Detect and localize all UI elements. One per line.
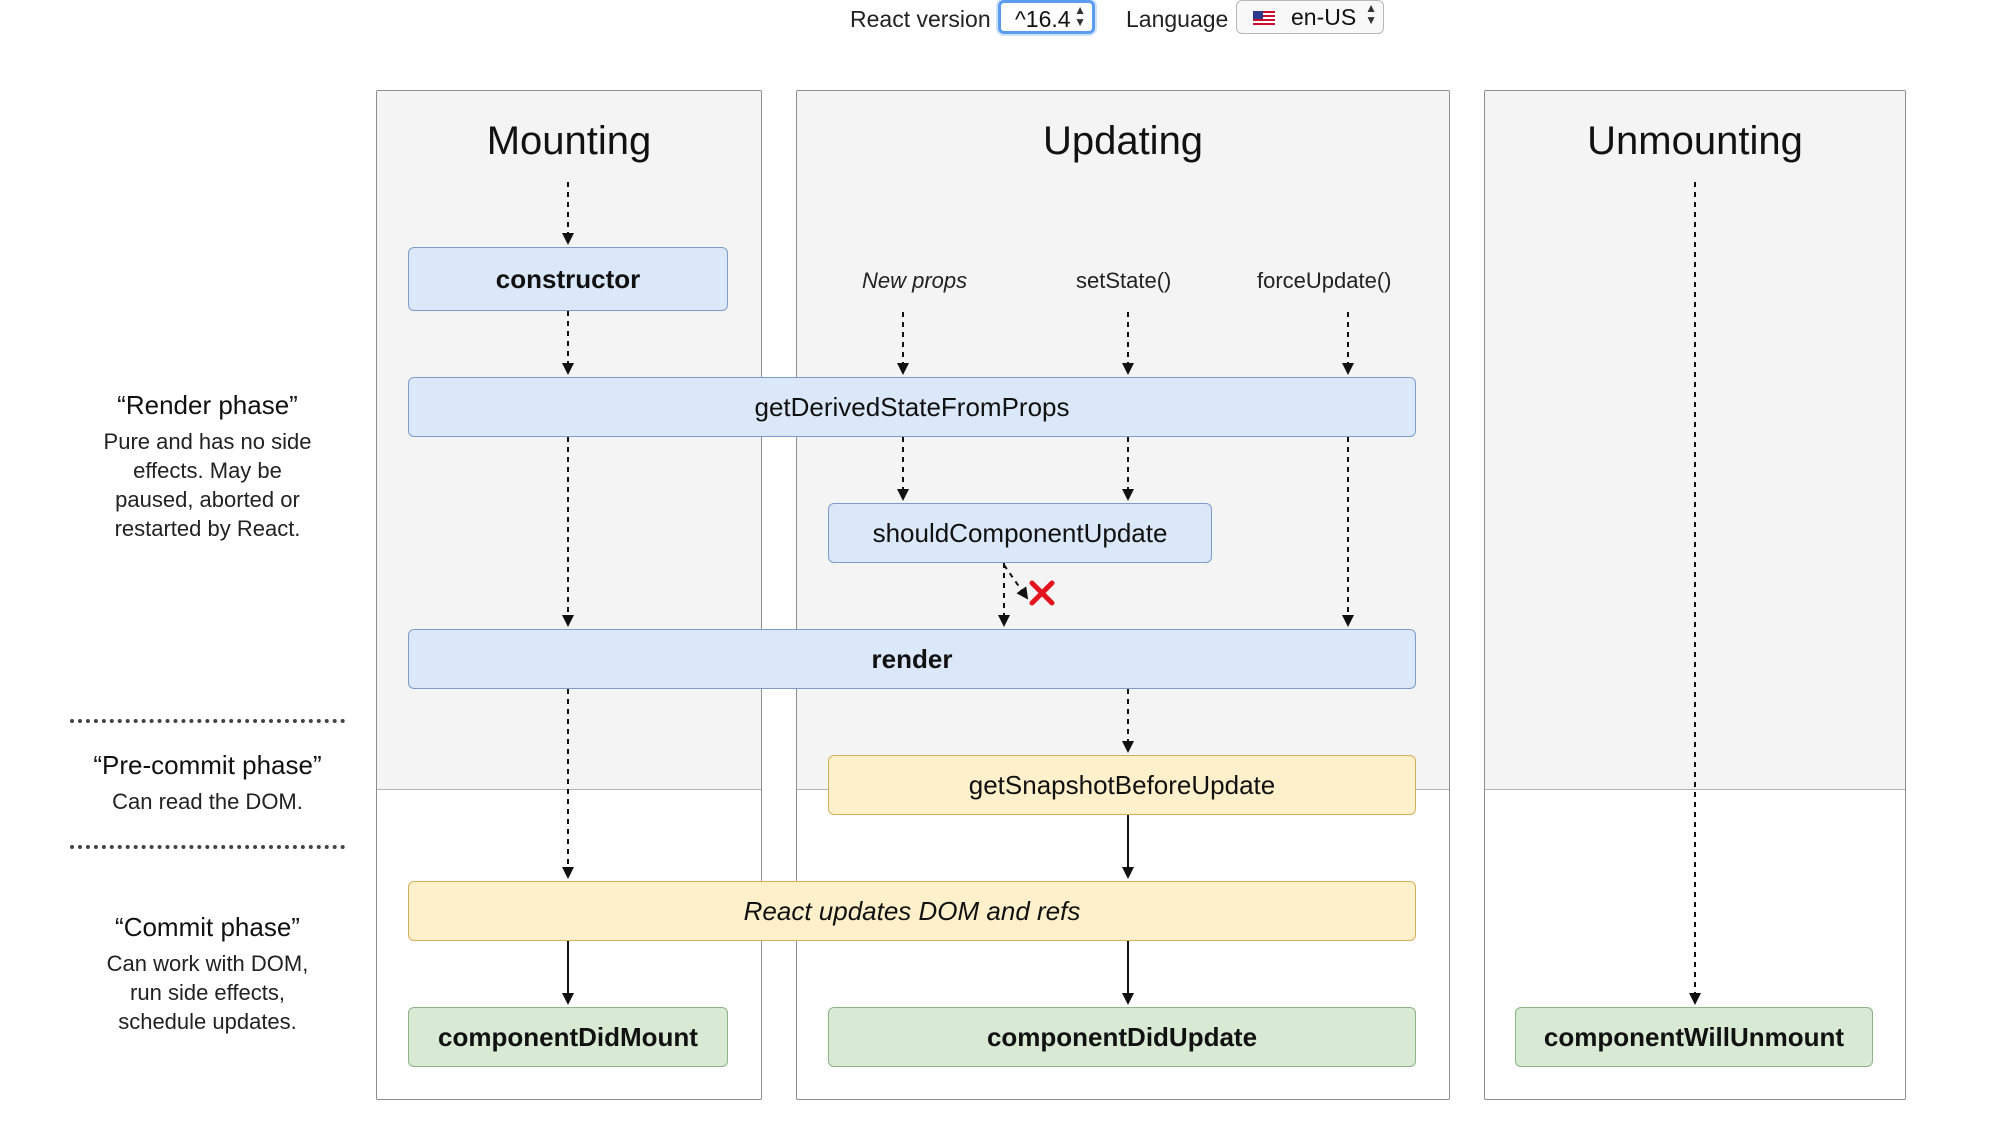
render-phase-line: restarted by React. bbox=[114, 516, 301, 541]
us-flag-icon bbox=[1253, 11, 1275, 25]
render-phase-title: “Render phase” bbox=[117, 390, 298, 420]
commit-phase-line: Can work with DOM, bbox=[106, 951, 309, 976]
precommit-phase-line: Can read the DOM. bbox=[112, 789, 303, 814]
precommit-phase-title: “Pre-commit phase” bbox=[93, 750, 322, 780]
component-did-mount-box[interactable]: componentDidMount bbox=[408, 1007, 728, 1067]
commit-phase-line: schedule updates. bbox=[118, 1009, 297, 1034]
render-phase-line: effects. May be bbox=[133, 458, 282, 483]
render-phase-line: Pure and has no side bbox=[103, 429, 312, 454]
commit-phase-line: run side effects, bbox=[130, 980, 285, 1005]
commit-phase-desc: Can work with DOM, run side effects, sch… bbox=[70, 949, 345, 1036]
precommit-phase-label: “Pre-commit phase” Can read the DOM. bbox=[70, 750, 345, 816]
constructor-box[interactable]: constructor bbox=[408, 247, 728, 311]
select-arrows-icon: ▲▼ bbox=[1074, 3, 1086, 29]
precommit-phase-desc: Can read the DOM. bbox=[70, 787, 345, 816]
phase-divider bbox=[70, 845, 345, 849]
unmounting-title: Unmounting bbox=[1587, 119, 1803, 163]
react-updates-dom-box: React updates DOM and refs bbox=[408, 881, 1416, 941]
new-props-trigger: New props bbox=[862, 268, 968, 293]
mounting-title: Mounting bbox=[486, 119, 652, 163]
react-version-label: React version bbox=[850, 6, 991, 32]
should-component-update-box[interactable]: shouldComponentUpdate bbox=[828, 503, 1212, 563]
language-label: Language bbox=[1126, 6, 1229, 32]
commit-phase-label: “Commit phase” Can work with DOM, run si… bbox=[70, 912, 345, 1036]
updating-column: Updating bbox=[796, 90, 1450, 1100]
render-phase-line: paused, aborted or bbox=[115, 487, 300, 512]
commit-phase-title: “Commit phase” bbox=[115, 912, 300, 942]
select-arrows-icon: ▲▼ bbox=[1365, 1, 1377, 27]
set-state-trigger: setState() bbox=[1076, 268, 1172, 293]
unmounting-column: Unmounting bbox=[1484, 90, 1906, 1100]
react-version-select[interactable]: ^16.4 ▲▼ bbox=[998, 0, 1095, 34]
render-phase-desc: Pure and has no side effects. May be pau… bbox=[70, 427, 345, 543]
phase-divider bbox=[70, 719, 345, 723]
render-phase-label: “Render phase” Pure and has no side effe… bbox=[70, 390, 345, 543]
updating-title: Updating bbox=[1042, 119, 1204, 163]
get-snapshot-before-update-box[interactable]: getSnapshotBeforeUpdate bbox=[828, 755, 1416, 815]
react-version-value: ^16.4 bbox=[1015, 6, 1071, 32]
get-derived-state-from-props-box[interactable]: getDerivedStateFromProps bbox=[408, 377, 1416, 437]
force-update-trigger: forceUpdate() bbox=[1257, 268, 1392, 293]
render-box[interactable]: render bbox=[408, 629, 1416, 689]
component-did-update-box[interactable]: componentDidUpdate bbox=[828, 1007, 1416, 1067]
toolbar: React version ^16.4 ▲▼ Language en-US ▲▼ bbox=[0, 0, 2000, 40]
language-value: en-US bbox=[1291, 4, 1357, 30]
render-phase-shade bbox=[1485, 91, 1905, 790]
component-will-unmount-box[interactable]: componentWillUnmount bbox=[1515, 1007, 1873, 1067]
language-select[interactable]: en-US ▲▼ bbox=[1236, 0, 1384, 34]
mounting-column: Mounting bbox=[376, 90, 762, 1100]
